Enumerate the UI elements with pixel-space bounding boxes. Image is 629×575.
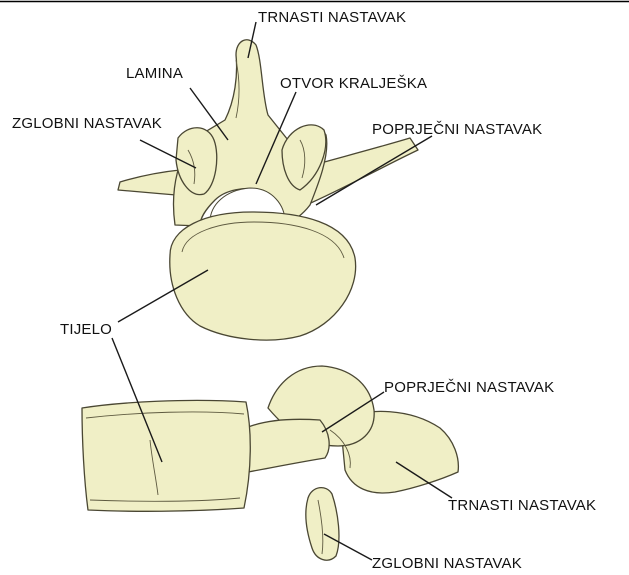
label-top-transverse-process: POPRJEČNI NASTAVAK [372,121,542,138]
label-side-transverse-process: POPRJEČNI NASTAVAK [384,379,554,396]
vertebral-body-side [82,400,250,511]
label-side-articular-process: ZGLOBNI NASTAVAK [372,555,522,572]
label-body: TIJELO [60,321,112,338]
label-side-spinous-process: TRNASTI NASTAVAK [448,497,596,514]
label-lamina: LAMINA [126,65,183,82]
label-vertebral-foramen: OTVOR KRALJEŠKA [280,75,427,92]
label-top-articular-process: ZGLOBNI NASTAVAK [12,115,162,132]
side-pedicle [238,419,329,472]
label-top-spinous-process: TRNASTI NASTAVAK [258,9,406,26]
